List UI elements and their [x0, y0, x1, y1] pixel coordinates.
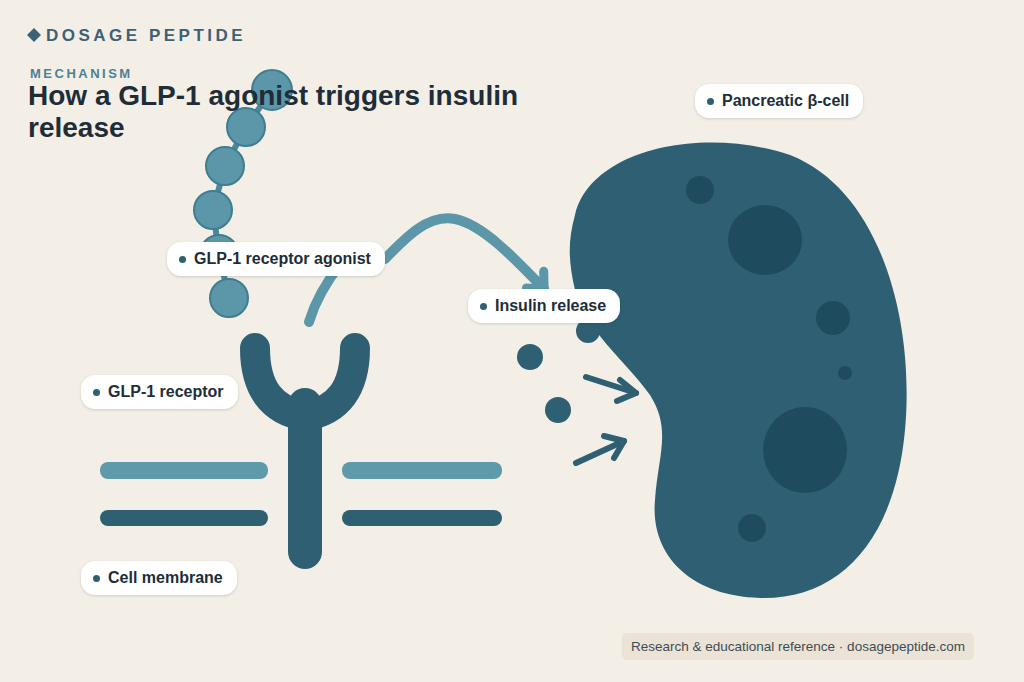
diagram-title: How a GLP-1 agonist triggers insulin rel… [28, 80, 548, 144]
brand-diamond [27, 28, 41, 42]
flow-arrowhead [604, 436, 624, 458]
peptide-bead [227, 108, 265, 146]
peptide-bead [194, 191, 232, 229]
node-text: GLP-1 receptor agonist [194, 250, 371, 268]
node-text: GLP-1 receptor [108, 383, 224, 401]
peptide-bead [206, 147, 244, 185]
brand-name: DOSAGE PEPTIDE [46, 26, 246, 46]
membrane-label: Cell membrane [81, 561, 237, 595]
flow-arrowhead [617, 380, 636, 401]
flow-arrows [576, 377, 636, 463]
organelle [816, 301, 850, 335]
membrane-layer [342, 462, 502, 479]
receptor-stem [288, 405, 322, 552]
node-text: Insulin release [495, 297, 606, 315]
membrane-layer [100, 510, 268, 526]
membrane-layer [342, 510, 502, 526]
bullet-dot [93, 575, 100, 582]
bullet-dot [179, 256, 186, 263]
organelle [738, 514, 766, 542]
organelle [686, 176, 714, 204]
insulin-granule [517, 344, 543, 370]
signal-arrow [385, 218, 544, 289]
bullet-dot [93, 389, 100, 396]
bullet-dot [707, 98, 714, 105]
receptor-label: GLP-1 receptor [81, 375, 238, 409]
agonist-label: GLP-1 receptor agonist [167, 242, 385, 276]
insulin-label: Insulin release [468, 289, 620, 323]
section-kicker: MECHANISM [30, 66, 133, 81]
cell-organelles [686, 176, 852, 542]
organelle [728, 205, 802, 275]
peptide-bead [210, 279, 248, 317]
organelle [838, 366, 852, 380]
insulin-granule [545, 397, 571, 423]
cell-label: Pancreatic β-cell [695, 84, 863, 118]
beta-cell-shape [570, 142, 907, 598]
bullet-dot [480, 303, 487, 310]
membrane-layer [100, 462, 268, 479]
organelle [763, 407, 847, 493]
node-text: Pancreatic β-cell [722, 92, 849, 110]
footer-note: Research & educational reference · dosag… [622, 633, 974, 660]
node-text: Cell membrane [108, 569, 223, 587]
